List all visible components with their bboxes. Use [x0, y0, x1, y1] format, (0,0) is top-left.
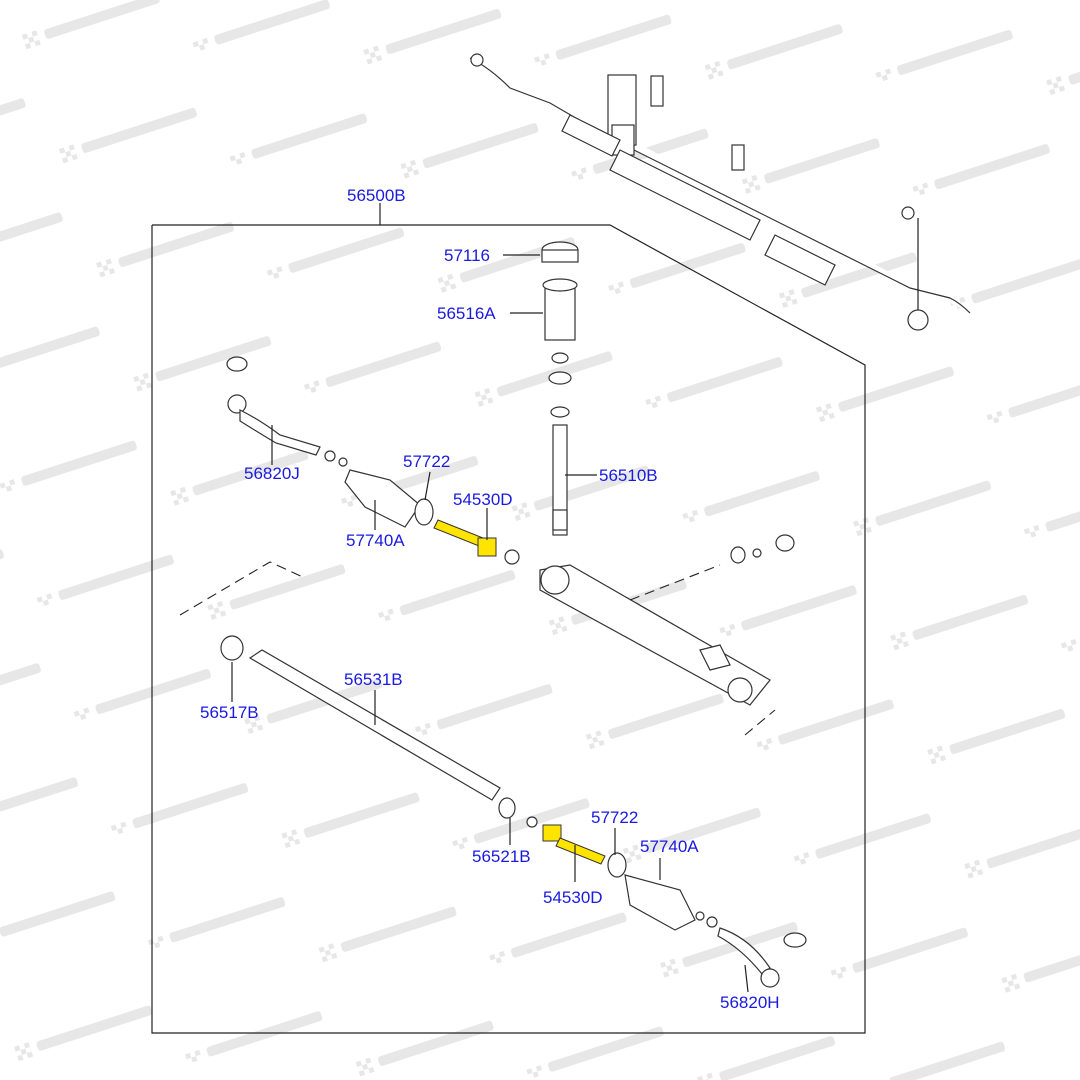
label-57740A-bottom[interactable]: 57740A: [640, 837, 699, 856]
leader-lines: [231, 254, 749, 993]
label-54530D-bottom[interactable]: 54530D: [543, 888, 603, 907]
label-56516A[interactable]: 56516A: [437, 304, 496, 323]
label-54530D-top[interactable]: 54530D: [453, 490, 513, 509]
label-56820J[interactable]: 56820J: [244, 464, 300, 483]
label-56517B[interactable]: 56517B: [200, 703, 259, 722]
label-56820H[interactable]: 56820H: [720, 993, 780, 1012]
label-56510B[interactable]: 56510B: [599, 466, 658, 485]
reference-steering-rack-drawing: [469, 53, 971, 331]
pinion-stack: [541, 241, 579, 536]
label-57740A-top[interactable]: 57740A: [346, 531, 405, 550]
right-tie-rod-parts: [498, 797, 807, 988]
label-57722-top[interactable]: 57722: [403, 452, 450, 471]
label-57116[interactable]: 57116: [444, 246, 490, 265]
part-labels: 56500B 57116 56516A 56820J 57722 54530D …: [200, 186, 780, 1012]
label-57722-bottom[interactable]: 57722: [591, 808, 638, 827]
label-56531B[interactable]: 56531B: [344, 670, 403, 689]
label-56521B[interactable]: 56521B: [472, 847, 531, 866]
label-56500B[interactable]: 56500B: [347, 186, 406, 205]
rack-housing: [539, 534, 795, 736]
assembly-frame: [151, 203, 866, 1034]
